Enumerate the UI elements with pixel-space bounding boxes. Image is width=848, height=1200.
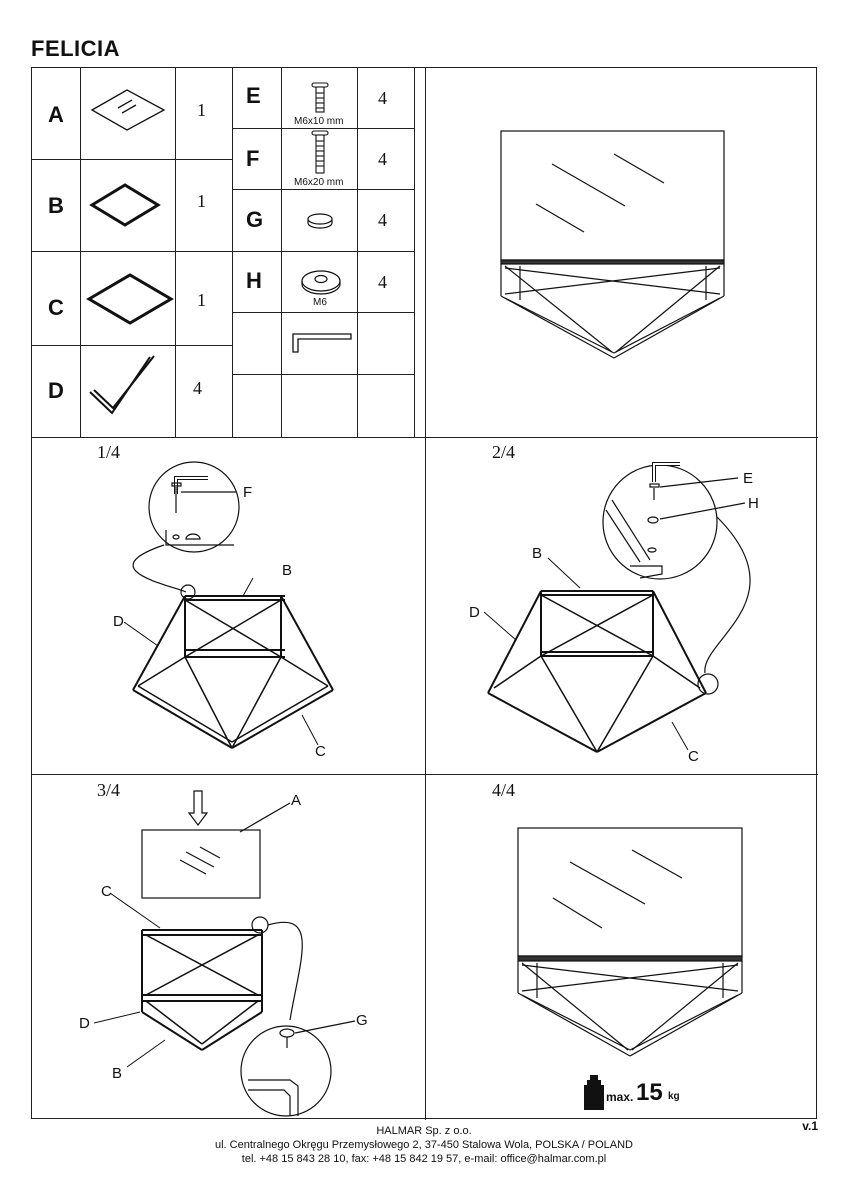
part-c-letter: C xyxy=(48,295,64,320)
step-1-callout-f: F xyxy=(243,484,253,501)
step-3-callout-b: B xyxy=(112,1065,123,1082)
part-b-qty: 1 xyxy=(197,191,206,211)
version-label: v.1 xyxy=(802,1119,818,1133)
allen-key-icon xyxy=(292,333,352,353)
frame-square-large-icon xyxy=(86,273,174,325)
pad-icon xyxy=(307,213,333,229)
step-2-callout-e: E xyxy=(743,470,754,487)
hw-f-letter: F xyxy=(246,146,260,171)
hw-e-letter: E xyxy=(246,83,261,108)
step-1-callout-b: B xyxy=(282,562,293,579)
part-d-letter: D xyxy=(48,378,64,403)
step-2-callout-c: C xyxy=(688,748,699,765)
hw-e-qty: 4 xyxy=(378,88,387,108)
step-2-callout-h: H xyxy=(748,495,759,512)
frame-square-icon xyxy=(89,183,161,227)
step-1-callout-c: C xyxy=(315,743,326,760)
part-a-letter: A xyxy=(48,102,64,127)
step-3-callout-a: A xyxy=(291,792,302,809)
step-3-callout-c: C xyxy=(101,883,112,900)
part-c-qty: 1 xyxy=(197,290,206,310)
instruction-frame xyxy=(31,67,818,1120)
max-load-prefix: max. xyxy=(606,1090,634,1104)
hw-g-qty: 4 xyxy=(378,210,387,230)
part-d-qty: 4 xyxy=(193,378,202,398)
part-b-letter: B xyxy=(48,193,64,218)
footer-address: ul. Centralnego Okręgu Przemysłowego 2, … xyxy=(214,1139,633,1151)
step-2-callout-d: D xyxy=(469,604,480,621)
footer-company: HALMAR Sp. z o.o. xyxy=(376,1125,472,1137)
step-4-label: 4/4 xyxy=(492,780,516,800)
step-3-callout-d: D xyxy=(79,1015,90,1032)
washer-icon xyxy=(301,270,341,295)
step-1-label: 1/4 xyxy=(97,442,121,462)
short-bolt-icon xyxy=(311,82,329,113)
max-load-value: 15 xyxy=(636,1079,663,1106)
part-a-qty: 1 xyxy=(197,100,206,120)
step-3-label: 3/4 xyxy=(97,780,121,800)
long-bolt-icon xyxy=(311,130,329,174)
step-2-callout-b: B xyxy=(532,545,543,562)
hw-f-size: M6x20 mm xyxy=(294,177,344,188)
step-2-label: 2/4 xyxy=(492,442,516,462)
hw-f-qty: 4 xyxy=(378,149,387,169)
hw-h-letter: H xyxy=(246,268,262,293)
hw-h-size: M6 xyxy=(313,297,327,308)
step-3-callout-g: G xyxy=(356,1012,368,1029)
document-title: FELICIA xyxy=(31,36,121,61)
weight-icon xyxy=(584,1075,604,1110)
leg-bracket-icon xyxy=(89,355,155,415)
hw-e-size: M6x10 mm xyxy=(294,116,344,127)
footer-contact: tel. +48 15 843 28 10, fax: +48 15 842 1… xyxy=(241,1153,607,1165)
step-1-callout-d: D xyxy=(113,613,124,630)
hw-g-letter: G xyxy=(246,207,264,232)
glass-top-icon xyxy=(90,89,166,131)
hw-h-qty: 4 xyxy=(378,272,387,292)
max-load-unit: kg xyxy=(668,1091,680,1102)
